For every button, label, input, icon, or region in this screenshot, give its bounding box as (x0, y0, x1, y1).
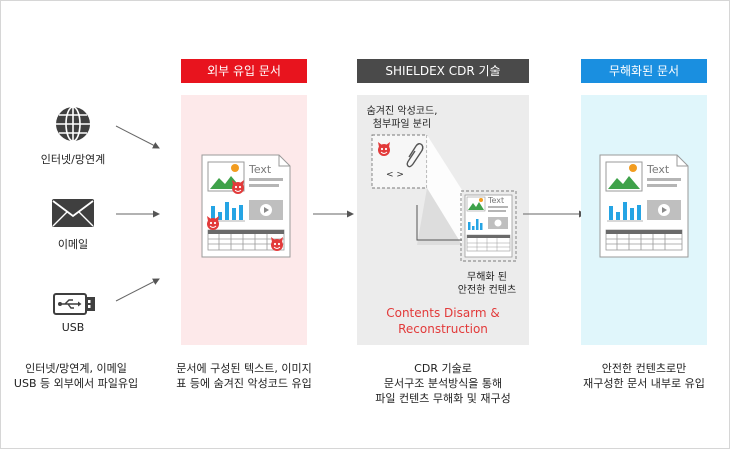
hidden-malware-line2: 첨부파일 분리 (372, 119, 432, 130)
hidden-malware-line1: 숨겨진 악성코드, (366, 106, 438, 117)
source-arrows (115, 125, 160, 302)
sources-caption-line1: 인터넷/망연계, 이메일 (25, 362, 127, 375)
malware-devil-icon (232, 180, 244, 194)
safe-caption-line1: 안전한 컨텐츠로만 (601, 362, 687, 375)
external-caption-line1: 문서에 구성된 텍스트, 이미지 (176, 362, 312, 375)
malware-devil-icon (207, 216, 219, 230)
sources-caption: 인터넷/망연계, 이메일 USB 등 외부에서 파일유입 (6, 361, 146, 391)
clean-content-box (460, 190, 517, 262)
cdr-caption-line3: 파일 컨텐츠 무해화 및 재구성 (375, 392, 511, 405)
code-glyph: < > (386, 170, 404, 180)
infected-document: Text (201, 154, 291, 258)
hidden-malware-label: 숨겨진 악성코드, 첨부파일 분리 (357, 105, 447, 131)
doc-text-label: Text (248, 163, 272, 176)
cdr-process-graphic: < > Text (371, 134, 517, 262)
safe-caption: 안전한 컨텐츠로만 재구성한 문서 내부로 유입 (561, 361, 727, 391)
safe-header: 무해화된 문서 (581, 59, 707, 83)
malware-devil-icon (271, 237, 283, 251)
cdr-caption-line1: CDR 기술로 (414, 362, 472, 375)
external-header: 외부 유입 문서 (181, 59, 307, 83)
usb-label: USB (61, 321, 85, 334)
safe-doc-text-label: Text (646, 163, 670, 176)
cdr-doc-text-label: Text (487, 196, 504, 205)
cdr-title: Contents Disarm & Reconstruction (357, 305, 529, 337)
external-caption: 문서에 구성된 텍스트, 이미지 표 등에 숨겨진 악성코드 유입 (161, 361, 327, 391)
arrow-to-safe (523, 210, 586, 218)
arrow-usb (115, 278, 160, 302)
safe-caption-line2: 재구성한 문서 내부로 유입 (583, 377, 705, 390)
usb-icon (53, 293, 95, 315)
clean-content-label: 무해화 된 안전한 컨텐츠 (447, 271, 527, 297)
internet-label: 인터넷/망연계 (40, 153, 106, 166)
extracted-parts-box (371, 134, 428, 189)
clean-content-line2: 안전한 컨텐츠 (457, 285, 517, 296)
external-caption-line2: 표 등에 숨겨진 악성코드 유입 (176, 377, 312, 390)
cdr-caption-line2: 문서구조 분석방식을 통해 (383, 377, 503, 390)
cdr-header: SHIELDEX CDR 기술 (357, 59, 529, 83)
email-label: 이메일 (57, 238, 89, 251)
arrow-internet (115, 125, 160, 149)
globe-icon (56, 106, 90, 142)
safe-document: Text (599, 154, 689, 258)
clean-content-line1: 무해화 된 (467, 272, 507, 283)
envelope-icon (52, 199, 94, 227)
malware-devil-icon (378, 142, 390, 156)
cdr-caption: CDR 기술로 문서구조 분석방식을 통해 파일 컨텐츠 무해화 및 재구성 (357, 361, 529, 406)
cdr-title-line1: Contents Disarm & (386, 306, 500, 320)
arrow-to-cdr (313, 210, 354, 218)
cdr-title-line2: Reconstruction (398, 322, 488, 336)
paperclip-icon (406, 143, 424, 168)
sources-caption-line2: USB 등 외부에서 파일유입 (13, 377, 139, 390)
